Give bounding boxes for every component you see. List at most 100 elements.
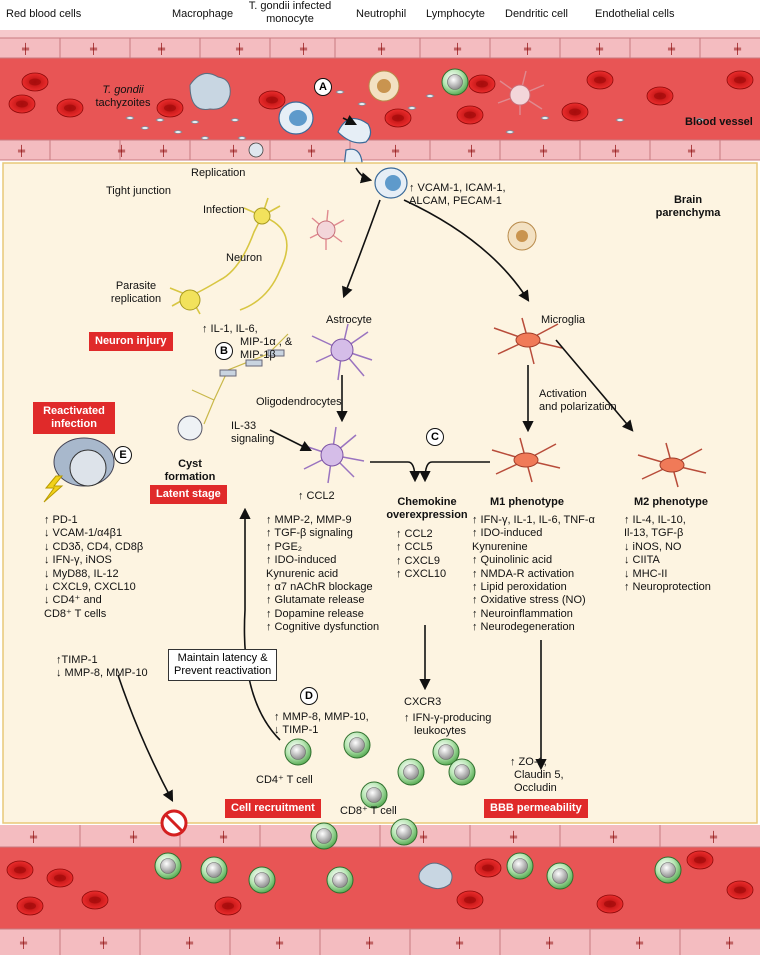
endothelial-cells-label: Endothelial cells [595,8,675,20]
svg-text:╪: ╪ [545,936,554,950]
svg-text:╪: ╪ [29,830,38,844]
tight-junction-label: Tight junction [106,185,172,197]
svg-text:╪: ╪ [611,144,620,158]
cd4-tcell-label: CD4⁺ T cell [256,774,313,786]
list-item: CD8⁺ T cells [44,607,107,620]
list-item: ↑ CXCL10 [396,568,447,581]
astrocyte-effects-list: ↑ MMP-2, MMP-9 ↑ TGF-β signaling ↑ PGE₂ … [266,514,379,635]
maintain-latency-line-1: Maintain latency & [177,652,268,664]
lymphocyte-label: Lymphocyte [426,8,485,20]
list-item: ↑ CCL2 [396,528,433,540]
tight-proteins-3: Occludin [514,782,557,794]
svg-text:╪: ╪ [185,936,194,950]
svg-text:╪: ╪ [129,830,138,844]
svg-text:╪: ╪ [455,936,464,950]
svg-text:╪: ╪ [539,144,548,158]
maintain-latency-box: Maintain latency & Prevent reactivation [168,649,278,681]
cyst-formation-2: formation [164,471,216,483]
list-item: ↑ CXCL9 [396,554,441,567]
tachyzoites-label-1: T. gondii [102,84,144,96]
infected-monocyte-label-1: T. gondii infected [248,0,332,12]
svg-text:╪: ╪ [19,936,28,950]
marker-e: E [114,446,132,464]
list-item: ↑ PGE₂ [266,540,303,553]
neuron-cytokines-3: MIP-1β [240,349,276,361]
m1-phenotype-title: M1 phenotype [490,496,564,508]
list-item: ↑ Quinolinic acid [472,554,553,567]
list-item: ↓ MyD88, IL-12 [44,567,119,580]
reactivated-infection-line-1: Reactivated [43,405,105,417]
chemokine-title-2: overexpression [386,509,468,521]
svg-text:╪: ╪ [17,144,26,158]
list-item: Il-13, TGF-β [624,527,684,540]
svg-text:╪: ╪ [635,936,644,950]
svg-text:╪: ╪ [99,936,108,950]
blood-vessel-label: Blood vessel [685,116,753,128]
activation-label-1: Activation [539,388,587,400]
infected-monocyte-label-2: monocyte [266,13,314,25]
list-item: ↑ IDO-induced [472,527,543,540]
list-item: ↑ MMP-2, MMP-9 [266,514,352,526]
svg-text:╪: ╪ [419,830,428,844]
list-item: ↑ Cognitive dysfunction [266,621,380,634]
list-item: ↓ CD3δ, CD4, CD8β [44,540,144,553]
svg-text:╪: ╪ [219,830,228,844]
astrocyte-label: Astrocyte [326,314,372,326]
list-item: ↓ MHC-II [624,567,668,580]
list-item: ↑ IFN-γ, IL-1, IL-6, TNF-α [472,514,595,526]
list-item: ↑ Oxidative stress (NO) [472,594,586,607]
list-item: ↑ Neuroprotection [624,581,711,594]
svg-text:╪: ╪ [377,42,386,56]
svg-text:╪: ╪ [391,144,400,158]
reactivated-infection-tag: Reactivated infection [33,402,115,434]
maintain-latency-line-2: Prevent reactivation [174,665,272,677]
reactivated-infection-line-2: infection [51,418,97,430]
red-blood-cells-label: Red blood cells [6,8,82,20]
svg-text:╪: ╪ [725,936,734,950]
svg-text:╪: ╪ [609,830,618,844]
svg-text:╪: ╪ [117,144,126,158]
list-item: ↑ Glutamate release [266,594,365,607]
svg-text:╪: ╪ [687,144,696,158]
svg-text:╪: ╪ [275,936,284,950]
brain-parenchyma-label-1: Brain [673,194,703,206]
list-item: ↓ VCAM-1/α4β1 [44,527,123,540]
chemokine-list: ↑ CCL2 ↑ CCL5 ↑ CXCL9 ↑ CXCL10 [396,528,446,582]
svg-text:╪: ╪ [21,42,30,56]
list-item: Kynurenine [472,540,528,553]
cyst-formation-1: Cyst [178,458,202,470]
parasite-replication-1: Parasite [115,280,157,292]
svg-text:╪: ╪ [307,144,316,158]
ifn-leukocytes-2: leukocytes [414,725,466,737]
list-item: ↑ TGF-β signaling [266,527,353,540]
svg-text:╪: ╪ [365,936,374,950]
dendritic-cell-label: Dendritic cell [505,8,568,20]
bbb-permeability-tag: BBB permeability [484,799,588,818]
m2-phenotype-title: M2 phenotype [634,496,708,508]
m2-phenotype-list: ↑ IL-4, IL-10, Il-13, TGF-β ↓ iNOS, NO ↓… [624,514,711,594]
list-item: ↑ Neuroinflammation [472,607,573,620]
timp-label-2: ↓ MMP-8, MMP-10 [56,667,148,679]
ccl2-label: ↑ CCL2 [298,490,335,502]
marker-b: B [215,342,233,360]
list-item: ↓ CXCL9, CXCL10 [44,581,136,594]
list-item: ↑ IL-4, IL-10, [624,514,686,526]
list-item: ↓ CD4⁺ and [44,594,102,607]
reactivated-infection-list: ↑ PD-1 ↓ VCAM-1/α4β1 ↓ CD3δ, CD4, CD8β ↓… [44,514,143,621]
svg-text:╪: ╪ [235,42,244,56]
svg-text:╪: ╪ [523,42,532,56]
il33-label-1: IL-33 [231,420,257,432]
list-item: ↑ Dopamine release [266,607,364,620]
cell-recruitment-tag: Cell recruitment [225,799,321,818]
svg-text:╪: ╪ [667,42,676,56]
activation-label-2: and polarization [539,401,617,413]
svg-text:╪: ╪ [159,144,168,158]
neutrophil-label: Neutrophil [356,8,407,20]
tcell-mmp-2: ↓ TIMP-1 [274,724,319,736]
adhesion-molecules-1: ↑ VCAM-1, ICAM-1, [409,182,506,194]
cd8-tcell-label: CD8⁺ T cell [340,805,397,817]
list-item: ↑ IDO-induced [266,554,337,567]
infection-label: Infection [203,204,245,216]
